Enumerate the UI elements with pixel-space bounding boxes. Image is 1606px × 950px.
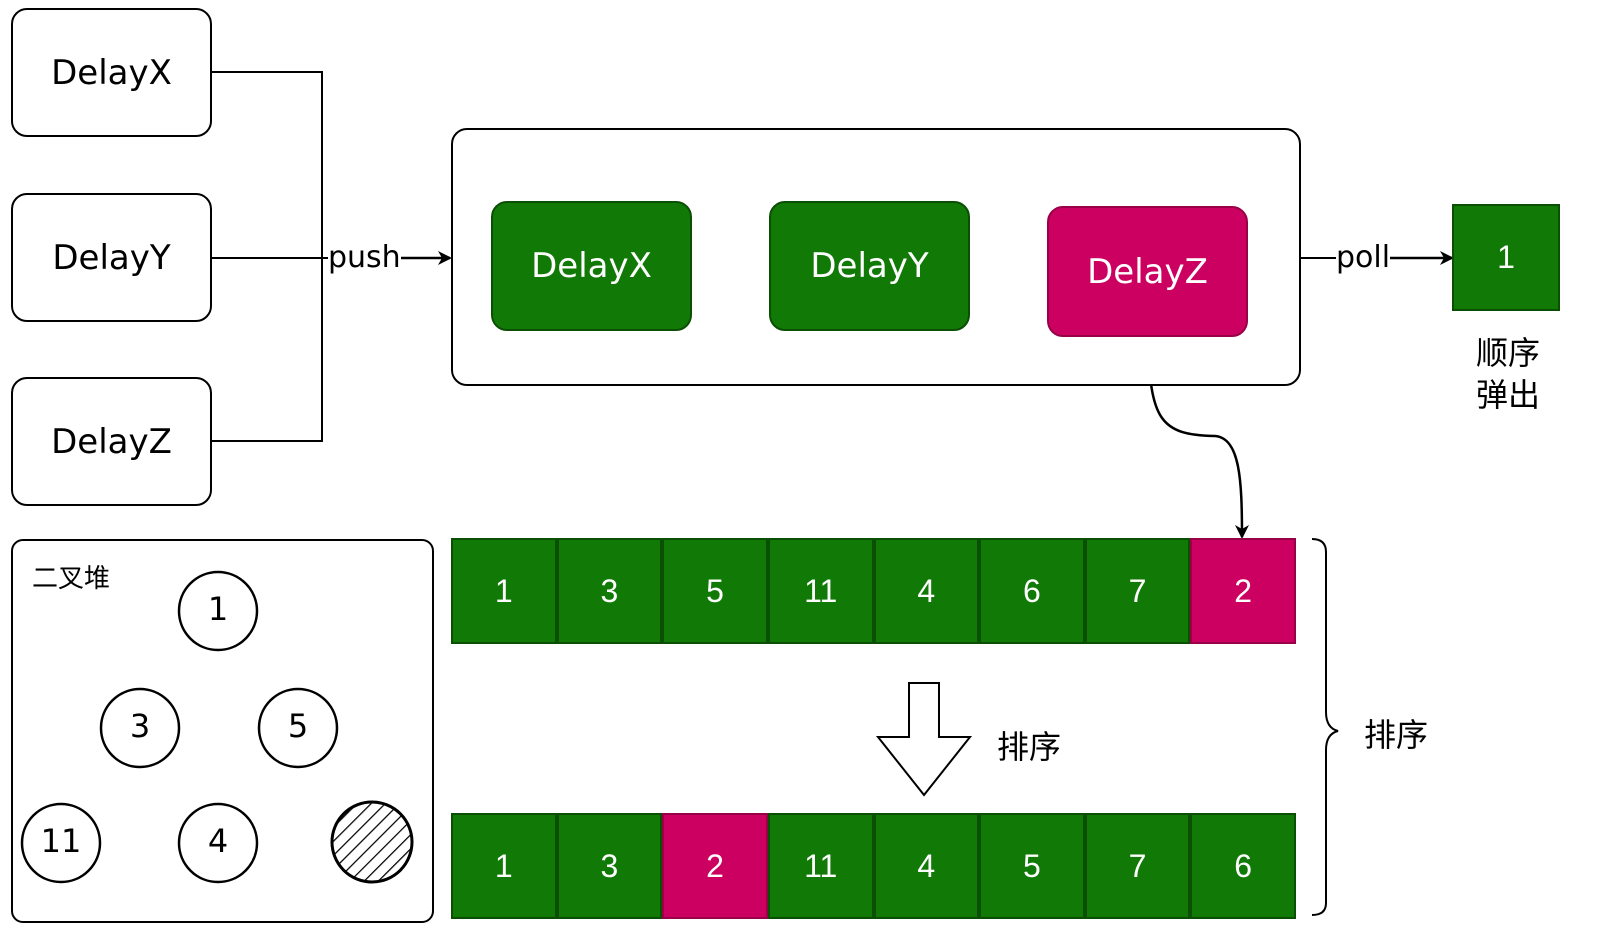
cell-value: 3 xyxy=(600,572,619,609)
cell-value: 2 xyxy=(1234,572,1253,609)
array-cell: 5 xyxy=(979,813,1085,919)
edge-delayz-to-array xyxy=(1146,337,1249,539)
task-label: DelayZ xyxy=(1087,251,1208,292)
array-cell: 1 xyxy=(451,538,557,644)
array-after-sort: 1 3 2 11 4 5 7 6 xyxy=(451,813,1296,919)
array-cell: 6 xyxy=(979,538,1085,644)
array-cell: 6 xyxy=(1190,813,1296,919)
heap-node-5 xyxy=(257,687,339,769)
heap-node-11 xyxy=(20,802,102,884)
cell-value: 5 xyxy=(706,572,724,609)
cell-value: 4 xyxy=(917,572,936,609)
brace-label: 排序 xyxy=(1364,716,1429,754)
array-cell: 5 xyxy=(662,538,768,644)
cell-value: 6 xyxy=(1234,847,1253,884)
array-before-sort: 1 3 5 11 4 6 7 2 xyxy=(451,538,1296,644)
array-cell: 4 xyxy=(873,538,980,644)
output-caption: 顺序 弹出 xyxy=(1458,332,1558,416)
cell-value: 5 xyxy=(1023,847,1041,884)
array-cell: 11 xyxy=(767,538,874,644)
source-label: DelayX xyxy=(51,52,172,93)
heap-node-label: 11 xyxy=(40,822,82,860)
cell-value: 7 xyxy=(1128,847,1147,884)
array-cell: 7 xyxy=(1084,813,1191,919)
array-cell: 11 xyxy=(767,813,874,919)
source-delayx[interactable]: DelayX xyxy=(11,8,212,137)
heap-node-4 xyxy=(177,802,259,884)
cell-value: 11 xyxy=(804,847,838,884)
source-delayy[interactable]: DelayY xyxy=(11,193,212,322)
cell-value: 1 xyxy=(494,847,513,884)
heap-node-label: 1 xyxy=(207,590,229,628)
array-cell: 2 xyxy=(1190,538,1296,644)
polled-value: 1 xyxy=(1497,239,1515,275)
task-label: DelayX xyxy=(531,246,652,286)
cell-value: 1 xyxy=(494,572,513,609)
source-delayz[interactable]: DelayZ xyxy=(11,377,212,506)
heap-node-1 xyxy=(177,570,259,652)
caption-line: 顺序 xyxy=(1475,334,1540,372)
array-cell: 2 xyxy=(662,813,768,919)
polled-element: 1 xyxy=(1452,204,1560,311)
heap-node-label: 3 xyxy=(129,707,151,745)
array-cell: 1 xyxy=(451,813,557,919)
cell-value: 11 xyxy=(804,572,838,609)
heap-node-label: 4 xyxy=(207,822,229,860)
caption-line: 弹出 xyxy=(1475,376,1540,414)
heap-node-label: 5 xyxy=(287,707,309,745)
cell-value: 6 xyxy=(1023,572,1041,609)
cell-value: 4 xyxy=(917,847,936,884)
queue-task-delayx[interactable]: DelayX xyxy=(491,201,692,331)
array-cell: 7 xyxy=(1084,538,1191,644)
brace-icon xyxy=(1311,538,1339,916)
heap-node-new xyxy=(330,800,414,884)
source-label: DelayZ xyxy=(51,421,172,462)
poll-label: poll xyxy=(1336,240,1391,276)
queue-task-delayz[interactable]: DelayZ xyxy=(1047,206,1248,337)
heap-node-3 xyxy=(99,687,181,769)
heap-title: 二叉堆 xyxy=(32,564,111,594)
cell-value: 3 xyxy=(600,847,619,884)
cell-value: 7 xyxy=(1128,572,1147,609)
source-label: DelayY xyxy=(52,237,171,278)
push-label: push xyxy=(328,240,401,276)
array-cell: 4 xyxy=(873,813,980,919)
queue-task-delayy[interactable]: DelayY xyxy=(769,201,970,331)
array-cell: 3 xyxy=(556,813,663,919)
sort-down-arrow-icon xyxy=(875,682,973,797)
array-cell: 3 xyxy=(556,538,663,644)
edge-delayx-bus xyxy=(212,71,323,442)
cell-value: 2 xyxy=(706,847,724,884)
sort-arrow-label: 排序 xyxy=(997,728,1062,766)
task-label: DelayY xyxy=(810,246,929,286)
